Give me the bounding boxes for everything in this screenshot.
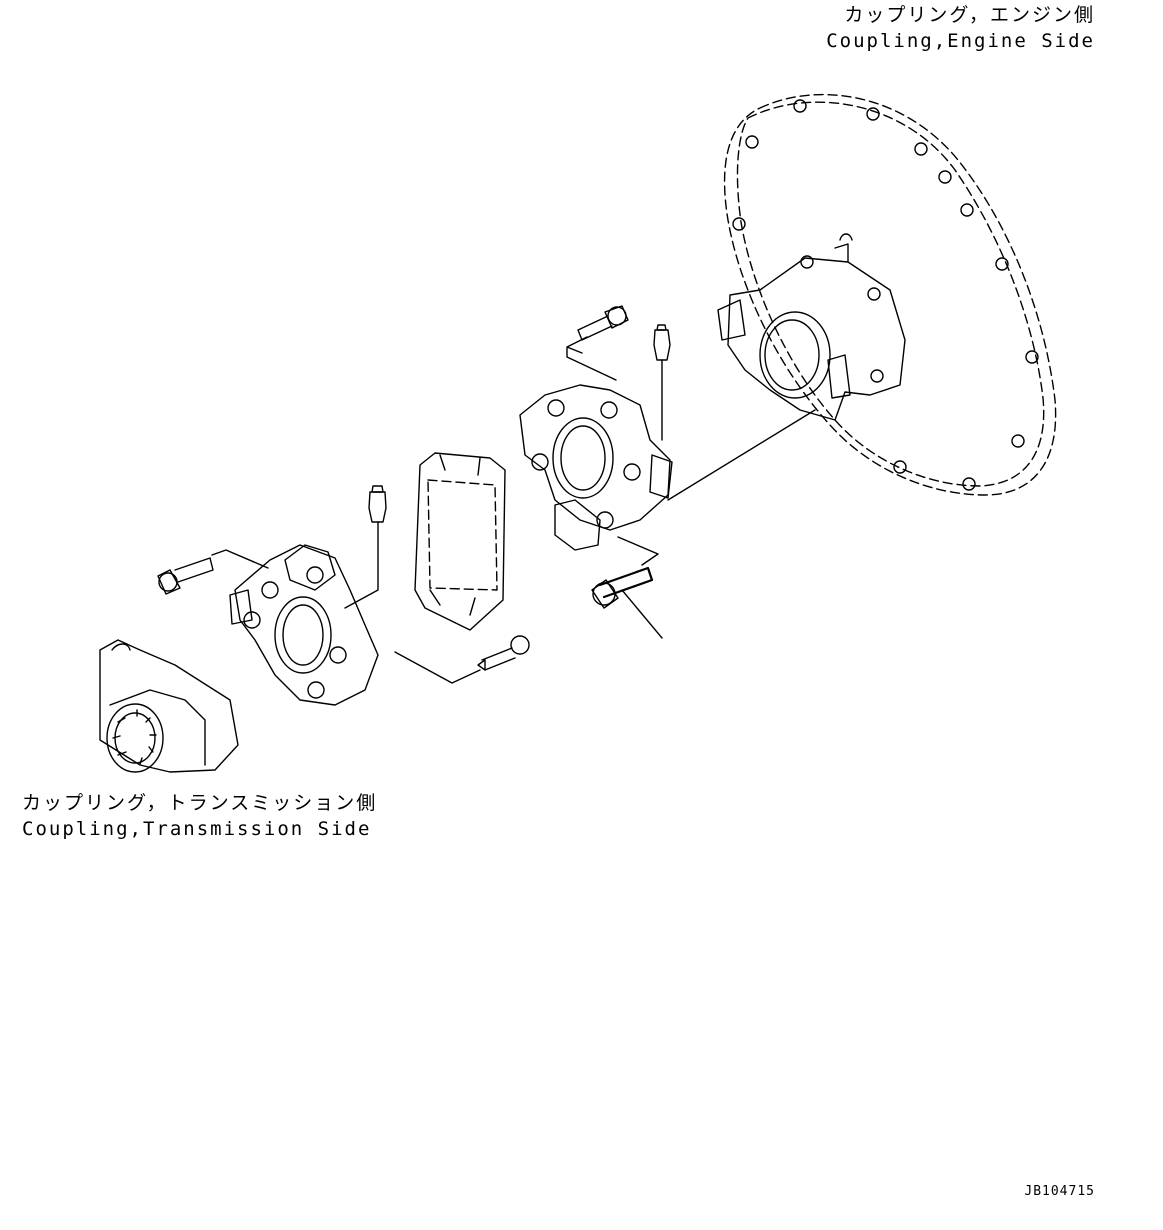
bolt-upper [566, 305, 629, 381]
transmission-side-label: カップリング，トランスミッション側 Coupling,Transmission … [22, 790, 377, 842]
engine-side-label: カップリング，エンジン側 Coupling,Engine Side [826, 2, 1095, 54]
yoke-lower [229, 544, 379, 706]
grease-fitting-upper [653, 324, 671, 441]
bolt-lower-right [394, 635, 530, 684]
engine-side-flange [717, 93, 1057, 496]
grease-fitting-lower [344, 485, 387, 609]
yoke-upper [519, 384, 673, 551]
transmission-side-label-en: Coupling,Transmission Side [22, 818, 372, 840]
bolt-middle [591, 409, 816, 639]
bolt-left [157, 549, 269, 595]
engine-side-label-en: Coupling,Engine Side [826, 30, 1095, 52]
flange-bolts [732, 99, 1039, 491]
transmission-side-label-jp: カップリング，トランスミッション側 [22, 792, 378, 814]
transmission-side-coupling [99, 639, 239, 773]
drawing-number: JB104715 [1024, 1184, 1095, 1199]
engine-side-label-jp: カップリング，エンジン側 [844, 4, 1095, 26]
center-joint-block [414, 452, 506, 631]
